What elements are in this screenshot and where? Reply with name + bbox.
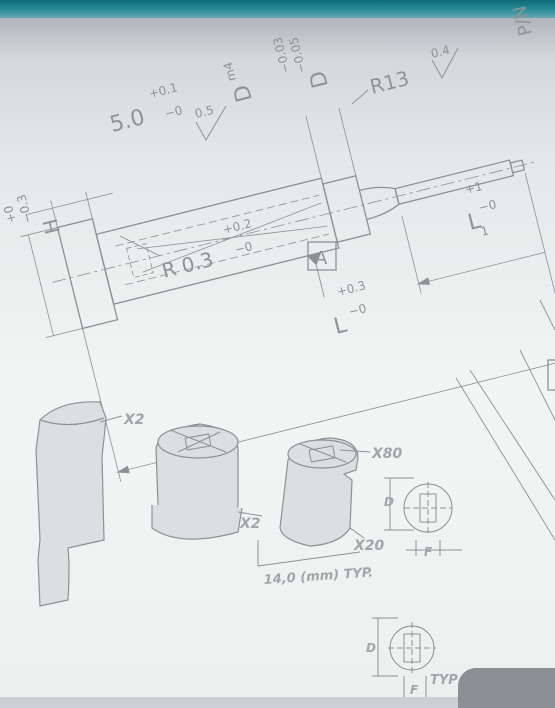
dim-d-b: D: [366, 641, 376, 655]
radius-r13: R13: [367, 66, 411, 99]
top-accent-bar: [0, 0, 555, 18]
datum-a: A: [315, 248, 328, 269]
radius-r03: R 0.3: [159, 247, 215, 283]
dim-l: L: [331, 312, 350, 339]
tol-l1-minus: −0: [477, 197, 498, 215]
top-shadow: [0, 18, 555, 58]
sup-m4: m4: [221, 61, 239, 83]
long-punch: [35, 401, 107, 607]
corner-tab[interactable]: [458, 668, 555, 708]
dim-5-label: 5.0: [107, 105, 147, 138]
tol-l-plus: +0.3: [335, 278, 367, 299]
x80-label: X80: [371, 446, 403, 462]
tol-5-minus: −0: [163, 103, 184, 121]
tol-5-plus: +0.1: [147, 80, 179, 101]
x2-label-b: X2: [239, 516, 261, 532]
datum-box: [307, 241, 337, 271]
dim-d2: D: [305, 68, 333, 90]
dim-h: H: [38, 216, 65, 236]
tol-h-plus: +0: [1, 204, 19, 225]
typ-label-b: TYP: [430, 673, 458, 688]
surface-05-label: 0.5: [193, 103, 215, 121]
sub-1: 1: [479, 223, 490, 238]
surface-04-label: 0.4: [429, 43, 451, 61]
dim-d-m4: D: [229, 82, 257, 104]
dim-f-b: F: [410, 683, 419, 697]
dim-f-a: F: [424, 545, 433, 559]
tol-l-minus: −0: [347, 301, 368, 319]
dim-d-a: D: [384, 495, 394, 509]
tol-r03-minus: −0: [233, 239, 254, 257]
x20-label: X20: [353, 538, 385, 554]
tol-r03-plus: +0.2: [221, 216, 253, 237]
tol-l1-plus: +1: [463, 179, 484, 197]
x2-label-a: X2: [123, 412, 145, 428]
typ-note: 14,0 (mm) TYP.: [263, 565, 373, 588]
pn-label: P/N: [509, 3, 537, 38]
tol-h-minus: −0.3: [14, 193, 35, 225]
